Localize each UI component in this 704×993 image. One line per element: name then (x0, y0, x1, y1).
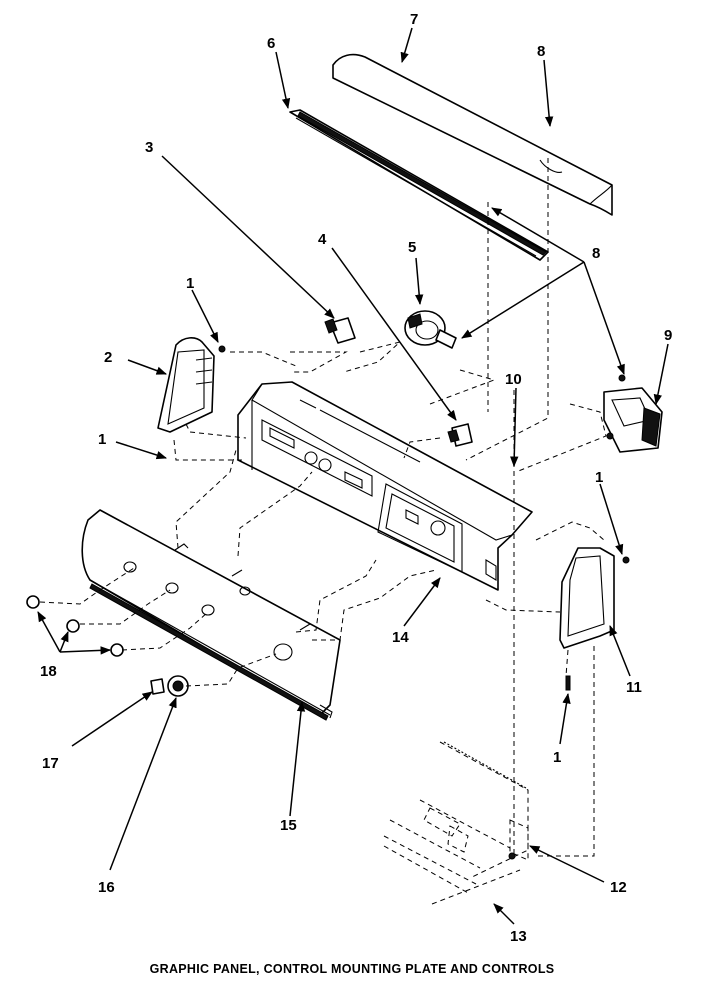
callout-14: 14 (392, 629, 409, 646)
switch-part-4 (447, 423, 473, 447)
knob-part-16 (167, 675, 189, 697)
callout-1-right-top: 1 (595, 469, 603, 486)
callout-11: 11 (626, 679, 642, 696)
top-cover-part-7 (332, 53, 613, 216)
callout-3: 3 (145, 139, 153, 156)
leader-lines (37, 27, 669, 925)
diagram-caption: GRAPHIC PANEL, CONTROL MOUNTING PLATE AN… (150, 962, 555, 976)
callout-1-left: 1 (98, 431, 106, 448)
callout-1-top-left: 1 (186, 275, 194, 292)
left-end-cap-part-2 (157, 337, 226, 433)
callout-2: 2 (104, 349, 112, 366)
callout-8-right: 8 (592, 245, 600, 262)
callout-12: 12 (610, 879, 627, 896)
callout-9: 9 (664, 327, 672, 344)
trim-strip-part-6 (289, 109, 549, 261)
callout-5: 5 (408, 239, 416, 256)
assembly-dashed-lines (39, 158, 607, 857)
callout-7: 7 (410, 11, 418, 28)
callout-15: 15 (280, 817, 297, 834)
bracket-part-3 (324, 317, 356, 344)
graphic-panel-part-15 (81, 509, 341, 721)
callout-4: 4 (318, 231, 327, 248)
right-end-cap-part-11 (559, 547, 630, 691)
callout-1-right-bottom: 1 (553, 749, 561, 766)
control-mounting-plate-part-14 (237, 381, 533, 591)
callout-13: 13 (510, 928, 527, 945)
push-buttons-part-18 (26, 595, 124, 657)
callout-labels: 1 2 1 3 4 5 6 7 8 8 9 10 1 11 1 12 13 14… (40, 11, 672, 945)
knob-cap-part-17 (150, 678, 165, 695)
callout-16: 16 (98, 879, 115, 896)
control-switch-part-9 (603, 374, 663, 453)
callout-8-top: 8 (537, 43, 545, 60)
timer-motor-part-5 (404, 310, 457, 349)
callout-18: 18 (40, 663, 57, 680)
console-base-part-13 (383, 741, 529, 905)
callout-10: 10 (505, 371, 522, 388)
callout-6: 6 (267, 35, 275, 52)
callout-17: 17 (42, 755, 59, 772)
